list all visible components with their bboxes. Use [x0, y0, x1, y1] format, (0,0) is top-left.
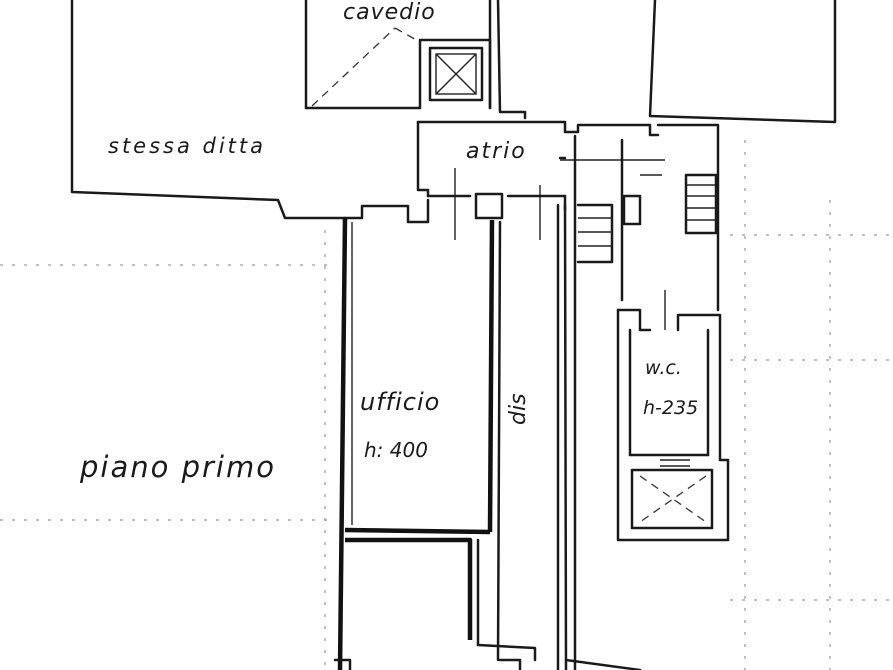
stessa-ditta-label: stessa ditta — [108, 134, 267, 158]
atrio-area — [416, 120, 720, 670]
construction-lines — [0, 140, 893, 670]
ufficio-height-label: h: 400 — [364, 438, 428, 462]
corridor-dis — [496, 203, 568, 670]
ufficio-room — [337, 198, 495, 670]
dis-label: dis — [506, 393, 531, 425]
floor-label: piano primo — [80, 450, 276, 484]
cavedio-label: cavedio — [343, 0, 436, 25]
stessa-ditta-outline — [70, 0, 347, 220]
stairs — [576, 138, 718, 302]
cavedio-area — [304, 0, 492, 110]
upper-right-blocks — [496, 0, 837, 124]
atrio-label: atrio — [466, 139, 527, 164]
lower-rooms — [333, 537, 642, 670]
ufficio-label: ufficio — [360, 388, 441, 416]
wc-label: w.c. — [645, 357, 682, 379]
wc-height-label: h-235 — [643, 397, 699, 419]
wc-room — [616, 290, 730, 542]
